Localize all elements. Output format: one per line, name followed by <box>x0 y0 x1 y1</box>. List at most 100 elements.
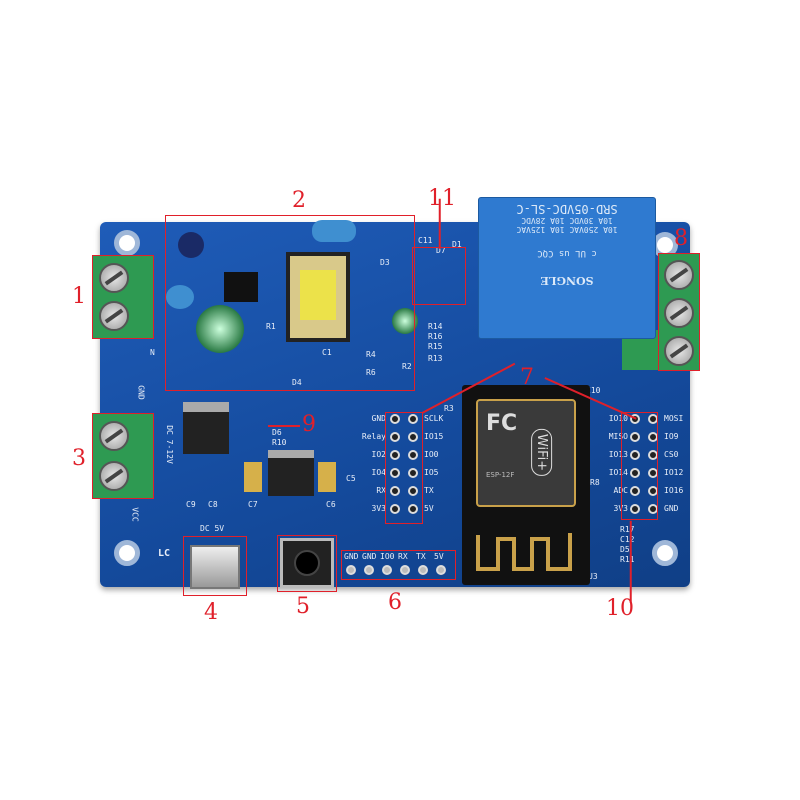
header-pin[interactable] <box>390 414 400 424</box>
pin-label: IO13 <box>608 450 628 459</box>
esp8266-wifi-module: FC WiFi+ ESP-12F <box>462 385 590 585</box>
header-pin[interactable] <box>630 450 640 460</box>
silk-ref: R1 <box>266 322 276 331</box>
transformer <box>286 252 350 342</box>
relay: SRD-05VDC-SL-C 10A 30VDC 10A 28VDC 10A 2… <box>478 197 656 339</box>
silk-dc5v: DC 5V <box>200 524 225 533</box>
header-pin[interactable] <box>390 504 400 514</box>
silk-ref: D6 <box>272 428 282 437</box>
pin-label: MOSI <box>664 414 684 423</box>
relay-brand: SONGLE <box>540 274 594 287</box>
module-shield: FC WiFi+ ESP-12F <box>476 399 576 507</box>
header-pin[interactable] <box>436 565 446 575</box>
capacitor <box>166 285 194 309</box>
silk-ref: R17 <box>620 525 635 534</box>
pin-label: IO16 <box>664 486 684 495</box>
relay-model: SRD-05VDC-SL-C <box>516 202 618 216</box>
silk-ref: C7 <box>248 500 258 509</box>
silk-ref: D7 <box>436 246 446 255</box>
pin-label: RX <box>398 552 408 561</box>
callout-box-2 <box>165 215 415 391</box>
header-pin[interactable] <box>630 486 640 496</box>
callout-box-6 <box>341 550 456 580</box>
callout-box-10 <box>621 412 658 520</box>
header-pin[interactable] <box>390 432 400 442</box>
pin-label: IO14 <box>608 468 628 477</box>
bridge-rectifier <box>224 272 258 302</box>
header-pin[interactable] <box>630 468 640 478</box>
silk-ref: C9 <box>186 500 196 509</box>
pin-label: RX <box>376 486 386 495</box>
silk-ref: R2 <box>402 362 412 371</box>
micro-usb-port[interactable] <box>190 545 240 589</box>
header-pin[interactable] <box>400 565 410 575</box>
silk-ref: R15 <box>428 342 443 351</box>
callout-number: 1 <box>72 284 86 309</box>
pin-label: GND <box>362 552 377 561</box>
header-pin[interactable] <box>408 504 418 514</box>
header-pin[interactable] <box>390 486 400 496</box>
relay-rating: 10A 30VDC 10A 28VDC <box>521 216 613 225</box>
callout-number: 8 <box>674 226 688 251</box>
silk-ref: C11 <box>418 236 433 245</box>
ldo-regulator <box>268 450 314 496</box>
tantalum-capacitor <box>318 462 336 492</box>
header-pin[interactable] <box>408 450 418 460</box>
pin-label: SCLK <box>424 414 444 423</box>
silk-ref: R11 <box>620 555 635 564</box>
electrolytic-capacitor <box>196 305 244 353</box>
screw-icon <box>99 301 129 331</box>
y-capacitor <box>312 220 356 242</box>
callout-box-11 <box>412 247 466 305</box>
silk-ref: D1 <box>452 240 462 249</box>
silk-gnd: GND <box>136 385 146 400</box>
silk-ref: R4 <box>366 350 376 359</box>
header-pin[interactable] <box>408 468 418 478</box>
screw-icon <box>664 298 694 328</box>
pin-label: TX <box>416 552 426 561</box>
silk-ref: D3 <box>380 258 390 267</box>
silk-ref: C8 <box>208 500 218 509</box>
callout-box-7a <box>385 412 423 524</box>
header-pin[interactable] <box>390 468 400 478</box>
pin-label: ADC <box>613 486 628 495</box>
callout-number: 10 <box>606 596 634 621</box>
silk-ref: D4 <box>292 378 302 387</box>
callout-number: 4 <box>204 600 218 625</box>
header-pin[interactable] <box>630 432 640 442</box>
pin-label: 3V3 <box>613 504 628 513</box>
header-pin[interactable] <box>408 414 418 424</box>
header-pin[interactable] <box>408 432 418 442</box>
pin-label: IO5 <box>424 468 439 477</box>
relay-rating: 10A 250VAC 10A 125VAC <box>516 225 618 234</box>
pin-label: IO10 <box>608 414 628 423</box>
silk-dc-input: DC 7-12V <box>164 425 174 464</box>
callout-number: 9 <box>302 412 316 437</box>
varistor <box>178 232 204 258</box>
reset-button[interactable] <box>280 538 334 588</box>
pin-label: 5V <box>434 552 444 561</box>
header-pin[interactable] <box>364 565 374 575</box>
header-pin[interactable] <box>408 486 418 496</box>
pin-label: IO12 <box>664 468 684 477</box>
tantalum-capacitor <box>244 462 262 492</box>
silk-ref: C5 <box>346 474 356 483</box>
mounting-hole <box>114 230 140 256</box>
header-pin[interactable] <box>346 565 356 575</box>
header-pin[interactable] <box>382 565 392 575</box>
screw-icon <box>664 336 694 366</box>
silk-vcc: VCC <box>130 507 140 522</box>
pin-label: IO0 <box>424 450 439 459</box>
header-pin[interactable] <box>630 504 640 514</box>
wifi-logo: WiFi+ <box>531 428 553 477</box>
header-pin[interactable] <box>418 565 428 575</box>
silk-ref: R6 <box>366 368 376 377</box>
silk-ref: C12 <box>620 535 635 544</box>
silk-ref: R10 <box>272 438 287 447</box>
header-pin[interactable] <box>390 450 400 460</box>
arrow-10 <box>630 520 632 603</box>
pin-label: TX <box>424 486 434 495</box>
pin-label: GND <box>371 414 386 423</box>
